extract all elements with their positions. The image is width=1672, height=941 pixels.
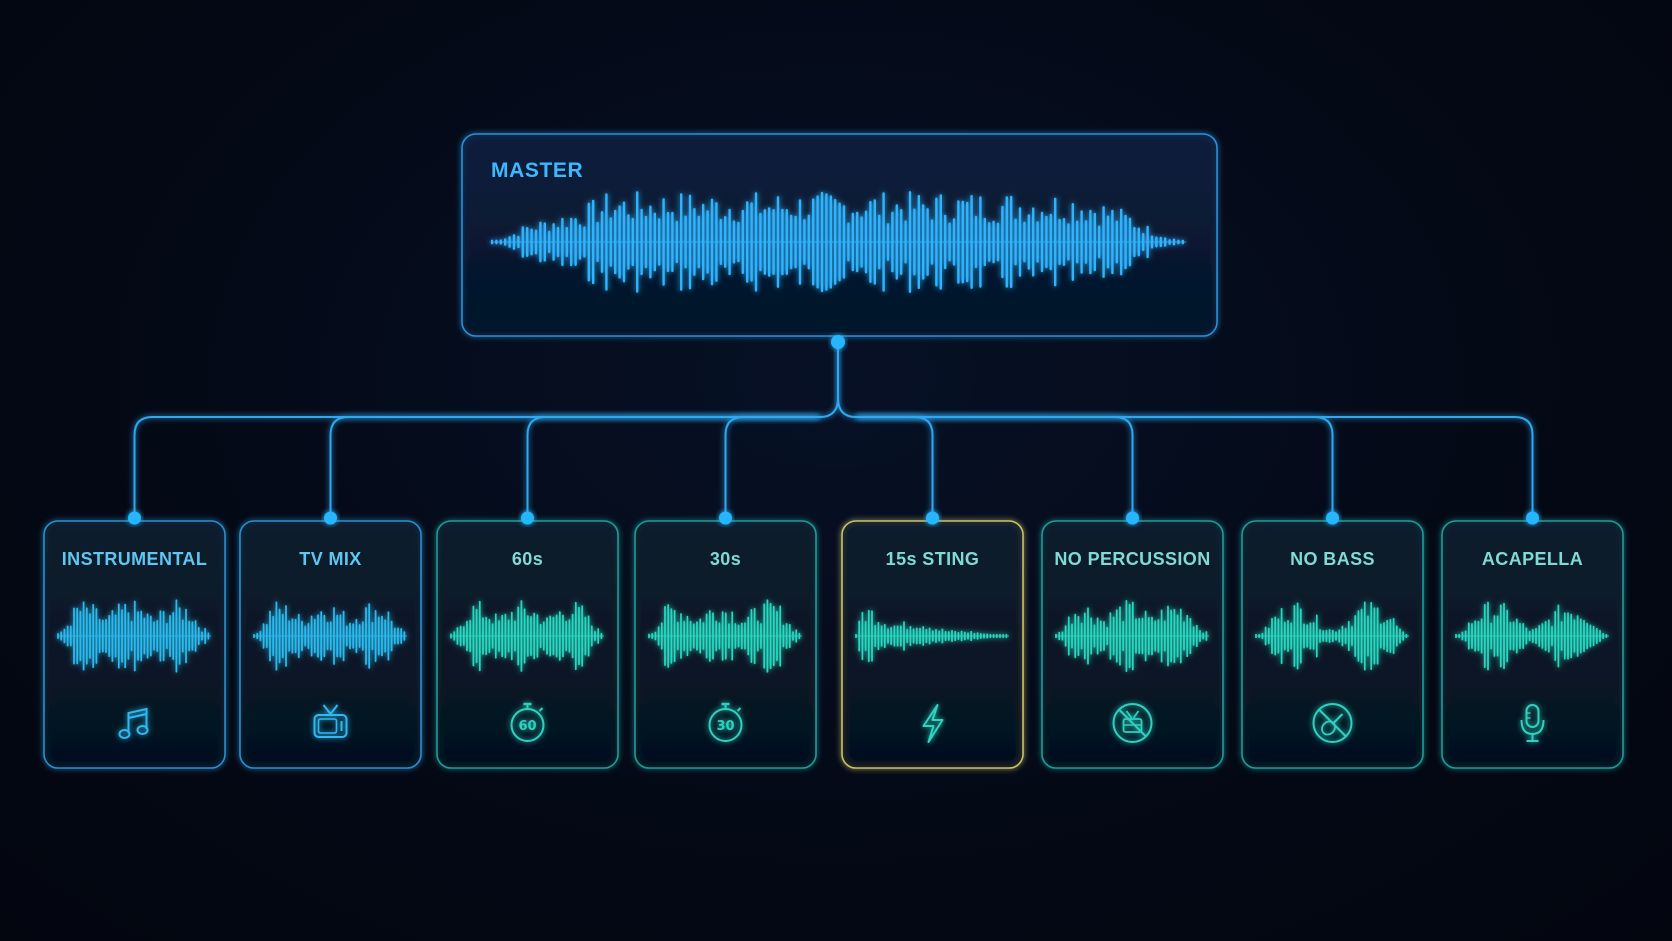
no-guitar-icon: [1312, 703, 1353, 743]
version-card-instrumental[interactable]: INSTRUMENTAL: [43, 511, 226, 769]
card-label: 15s STING: [886, 549, 980, 569]
card-label: NO BASS: [1290, 549, 1375, 569]
card-wave-2: [450, 600, 604, 672]
trunk-right: [837, 342, 857, 418]
card-input-node[interactable]: [719, 511, 732, 525]
version-card-no-percussion[interactable]: NO PERCUSSION: [1041, 511, 1224, 769]
card-wave-5: [1055, 600, 1209, 672]
card-wave-4: [855, 609, 1009, 663]
card-waveform: [1055, 600, 1209, 672]
card-wave-0: [57, 599, 211, 673]
card-label: 30s: [710, 549, 741, 569]
card-input-node[interactable]: [926, 511, 939, 525]
connector-0: [133, 416, 820, 517]
version-card-15s-sting[interactable]: 15s STING: [841, 511, 1024, 769]
card-waveform: [253, 601, 407, 671]
card-label: NO PERCUSSION: [1054, 549, 1210, 569]
card-wave-3: [648, 599, 802, 673]
trunk-left: [819, 342, 839, 418]
lightning-icon: [922, 704, 944, 743]
music-note-icon: [118, 707, 149, 739]
version-card-tv-mix[interactable]: TV MIX: [239, 511, 422, 769]
card-input-node[interactable]: [1126, 511, 1139, 525]
microphone-icon: [1520, 704, 1545, 742]
version-card-acapella[interactable]: ACAPELLA: [1441, 511, 1624, 769]
connector-6: [856, 416, 1334, 517]
no-drum-icon: [1112, 703, 1153, 743]
connector-2: [526, 416, 820, 517]
connector-4: [856, 416, 934, 517]
version-card-no-bass[interactable]: NO BASS: [1241, 511, 1424, 769]
card-waveform: [1255, 601, 1409, 671]
stopwatch-30-icon: 30: [708, 702, 743, 742]
master-output-node[interactable]: [831, 335, 845, 349]
card-input-node[interactable]: [1526, 511, 1539, 525]
connector-1: [329, 416, 820, 517]
card-label: ACAPELLA: [1482, 549, 1583, 569]
connector-lines: [133, 342, 1534, 517]
card-label: TV MIX: [299, 549, 361, 569]
connector-3: [724, 416, 820, 517]
version-card-30s[interactable]: 30s 30: [634, 511, 817, 769]
card-input-node[interactable]: [324, 511, 337, 525]
card-wave-7: [1455, 601, 1609, 671]
version-cards: INSTRUMENTAL TV MIX 60s 60 30s 30 15s STING NO …: [43, 511, 1624, 769]
card-waveform: [450, 600, 604, 672]
master-label: MASTER: [491, 159, 583, 182]
card-wave-6: [1255, 601, 1409, 671]
card-input-node[interactable]: [521, 511, 534, 525]
card-label: 60s: [512, 549, 543, 569]
version-card-60s[interactable]: 60s 60: [436, 511, 619, 769]
connector-5: [856, 416, 1134, 517]
master-waveform: [490, 191, 1186, 293]
stopwatch-60-icon: 60: [510, 702, 545, 742]
card-waveform: [1455, 601, 1609, 671]
tv-icon: [313, 704, 348, 738]
card-waveform: [855, 609, 1009, 663]
card-waveform: [648, 599, 802, 673]
card-waveform: [57, 599, 211, 673]
master-wave: [490, 191, 1186, 293]
card-wave-1: [253, 601, 407, 671]
master-card[interactable]: MASTER: [461, 133, 1218, 337]
stopwatch-text: 60: [518, 719, 536, 734]
stopwatch-text: 30: [716, 719, 734, 734]
connector-7: [856, 416, 1534, 517]
card-input-node[interactable]: [1326, 511, 1339, 525]
card-label: INSTRUMENTAL: [62, 549, 207, 569]
card-input-node[interactable]: [128, 511, 141, 525]
